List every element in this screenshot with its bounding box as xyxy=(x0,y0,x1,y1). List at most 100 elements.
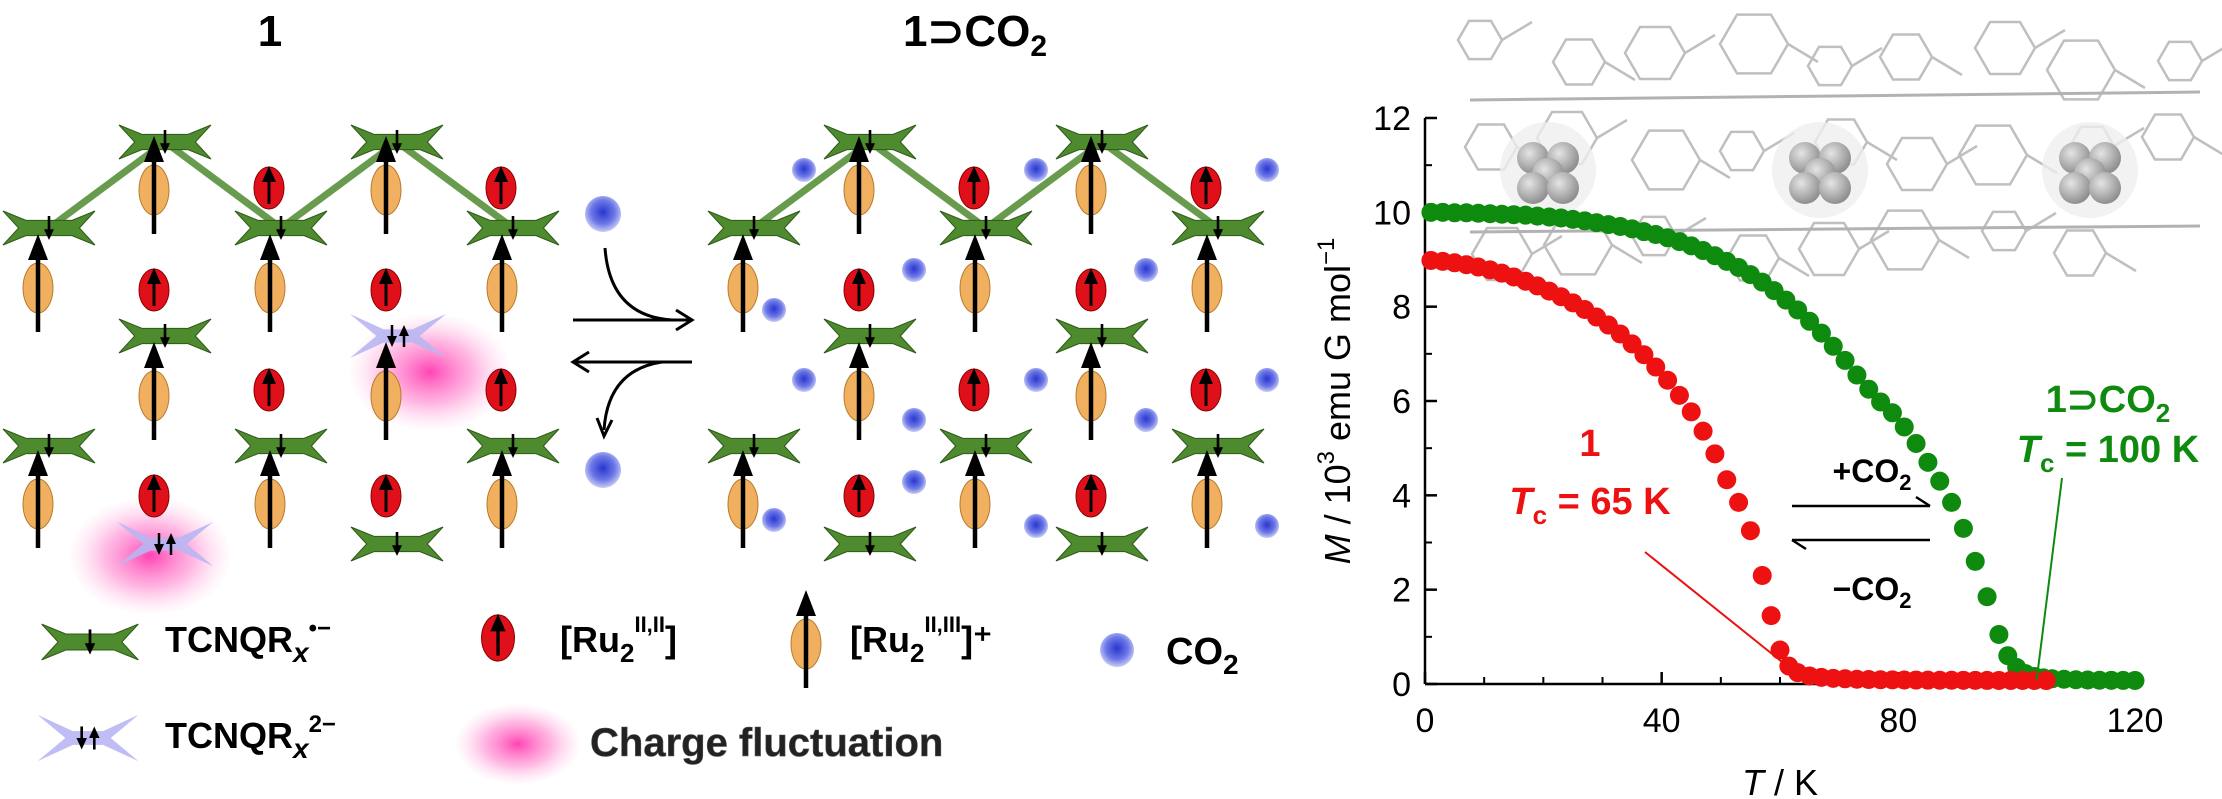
series-label-co2: 1⊃CO2 xyxy=(2046,379,2170,428)
data-point-1 xyxy=(2036,671,2056,691)
co2-molecule-icon xyxy=(902,258,926,282)
co2-molecule-icon xyxy=(1134,408,1158,432)
y-tick-label: 2 xyxy=(1392,572,1411,610)
data-point-co2 xyxy=(1930,471,1950,491)
data-point-1 xyxy=(1740,521,1760,541)
co2-molecule-icon xyxy=(762,508,786,532)
tcnq-dianion-icon xyxy=(37,714,139,762)
uptake-arrow-icon xyxy=(603,247,673,322)
panel-title-left: 1 xyxy=(258,7,282,56)
data-point-co2 xyxy=(1788,300,1808,320)
chart-annotations: 1 Tc = 65 K 1⊃CO2 Tc = 100 K +CO2 −CO2 xyxy=(1509,379,2199,613)
x-tick-label: 40 xyxy=(1643,702,1681,740)
co2-molecule-icon xyxy=(1024,368,1048,392)
x-axis-label: T / K xyxy=(1742,762,1818,799)
x-tick-label: 0 xyxy=(1416,702,1435,740)
data-point-1 xyxy=(1729,492,1749,512)
data-point-1 xyxy=(1705,444,1725,464)
tcnq-dianion-icon xyxy=(117,522,213,566)
data-point-1 xyxy=(1752,566,1772,586)
data-point-co2 xyxy=(1859,379,1879,399)
y-axis-label: M / 103 emu G mol−1 xyxy=(1313,238,1358,565)
y-tick-label: 12 xyxy=(1373,100,1411,138)
y-tick-label: 0 xyxy=(1392,666,1411,704)
equilibrium-arrows xyxy=(570,196,695,488)
lattice-left xyxy=(2,124,560,614)
data-point-1 xyxy=(1634,345,1654,365)
data-point-co2 xyxy=(1823,336,1843,356)
data-point-co2 xyxy=(1942,492,1962,512)
charge-fluctuation-glow xyxy=(70,498,230,614)
co2-molecule-icon xyxy=(1255,158,1279,182)
y-tick-label: 6 xyxy=(1392,383,1411,421)
data-point-co2 xyxy=(1906,433,1926,453)
y-tick-label: 10 xyxy=(1373,194,1411,232)
data-point-1 xyxy=(1761,606,1781,626)
co2-molecule-icon xyxy=(585,196,621,232)
co2-molecule-icon xyxy=(1100,633,1134,667)
panel-title-right: 1⊃CO2 xyxy=(903,7,1047,63)
x-tick-label: 120 xyxy=(2107,702,2164,740)
tc-label-1: Tc = 65 K xyxy=(1509,481,1671,530)
legend-label-co2: CO2 xyxy=(1166,631,1239,680)
data-point-co2 xyxy=(1882,403,1902,423)
data-point-1 xyxy=(1717,470,1737,490)
co2-molecule-icon xyxy=(792,368,816,392)
data-point-co2 xyxy=(1811,323,1831,343)
data-point-1 xyxy=(1669,385,1689,405)
legend-label-tcnq-radical: TCNQRx•− xyxy=(165,615,331,668)
lattice-right xyxy=(707,124,1279,562)
chart-axes: 0 40 80 120 0 2 4 6 8 10 12 T / K M / 103 emu G mol−… xyxy=(1313,100,2163,799)
y-tick-label: 4 xyxy=(1392,477,1411,515)
tc-leader-line-1 xyxy=(1644,551,1811,685)
tc-label-co2: Tc = 100 K xyxy=(2017,429,2200,478)
co2-space-filling-icon xyxy=(1819,172,1851,204)
co2-molecule-icon xyxy=(585,452,621,488)
chart-series xyxy=(1421,202,2145,691)
co2-molecule-icon xyxy=(1134,258,1158,282)
co2-space-filling-icon xyxy=(2089,172,2121,204)
co2-molecule-icon xyxy=(1024,514,1048,538)
minus-co2-label: −CO2 xyxy=(1833,571,1912,613)
co2-space-filling-icon xyxy=(1517,172,1549,204)
co2-space-filling-icon xyxy=(1789,172,1821,204)
legend-label-charge-fluctuation: Charge fluctuation xyxy=(590,721,943,765)
data-point-1 xyxy=(1770,640,1790,660)
data-point-co2 xyxy=(1965,551,1985,571)
data-point-co2 xyxy=(2125,670,2145,690)
co2-space-filling-icon xyxy=(1547,172,1579,204)
charge-fluctuation-icon xyxy=(456,704,580,784)
legend-label-tcnq-dianion: TCNQRx2− xyxy=(165,711,336,764)
crystal-structure-image xyxy=(1456,13,2222,282)
co2-molecule-icon xyxy=(1024,158,1048,182)
co2-space-filling-icon xyxy=(2059,172,2091,204)
y-tick-label: 8 xyxy=(1392,289,1411,327)
co2-molecule-icon xyxy=(1255,514,1279,538)
data-point-co2 xyxy=(1800,311,1820,331)
data-point-co2 xyxy=(1894,417,1914,437)
legend: TCNQRx•− [Ru2II,II] [Ru2II,III]⁺ CO2 TCN… xyxy=(37,590,1239,784)
data-point-1 xyxy=(1646,357,1666,377)
data-point-co2 xyxy=(1989,624,2009,644)
co2-molecule-icon xyxy=(792,158,816,182)
data-point-co2 xyxy=(1835,350,1855,370)
data-point-1 xyxy=(1681,402,1701,422)
co2-molecule-icon xyxy=(902,408,926,432)
release-arrow-icon xyxy=(602,360,663,431)
legend-label-ru23: [Ru2II,III]⁺ xyxy=(850,612,992,668)
data-point-co2 xyxy=(1847,365,1867,385)
data-point-1 xyxy=(1658,370,1678,390)
tc-leader-line-co2 xyxy=(2035,477,2063,681)
co2-molecule-icon xyxy=(902,470,926,494)
data-point-co2 xyxy=(1977,587,1997,607)
co2-molecule-icon xyxy=(762,298,786,322)
legend-label-ru22: [Ru2II,II] xyxy=(560,612,677,668)
data-point-co2 xyxy=(1918,452,1938,472)
data-point-1 xyxy=(1693,421,1713,441)
x-tick-label: 80 xyxy=(1879,702,1917,740)
magnetization-chart: 0 40 80 120 0 2 4 6 8 10 12 T / K M / 103 emu G mol−… xyxy=(1313,13,2222,799)
data-point-co2 xyxy=(1953,518,1973,538)
tcnq-dianion-icon xyxy=(350,314,446,358)
series-label-1: 1 xyxy=(1579,423,1600,465)
